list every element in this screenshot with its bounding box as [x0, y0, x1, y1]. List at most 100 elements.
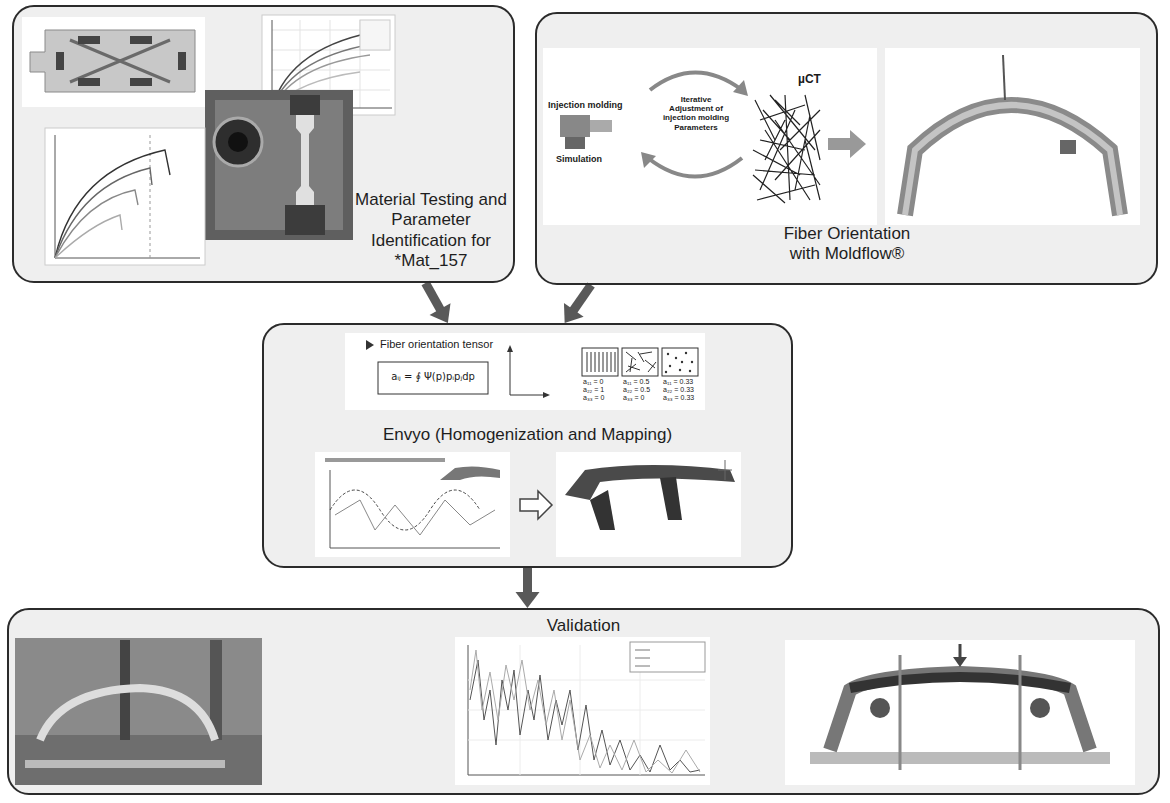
specimen-position — [56, 52, 64, 70]
chart-legend — [630, 642, 705, 672]
dogbone-specimen — [296, 115, 314, 205]
panel-ground — [262, 323, 793, 568]
illustration-label: a₂₂ = 0.5 — [623, 386, 663, 394]
sim-pole — [900, 655, 1020, 770]
molding-machine — [565, 137, 585, 149]
legend-samples — [635, 650, 650, 666]
aligned-fibers — [587, 352, 615, 372]
cycle-arrowhead — [733, 80, 748, 96]
panel-title: Envyo (Homogenization and Mapping) — [274, 425, 781, 445]
arrow-shaft — [425, 283, 440, 310]
curve — [55, 190, 138, 258]
label-holder: a₂₂ = 0.5 — [623, 386, 663, 394]
cycle-arrow — [648, 158, 742, 177]
part-thumbnail — [440, 466, 500, 480]
bench — [15, 735, 262, 785]
label-holder: Injection molding — [548, 100, 638, 110]
label-holder: a₁₁ = 0 — [583, 378, 623, 386]
curve — [55, 215, 122, 258]
sim-detail — [870, 698, 890, 718]
bullet — [366, 340, 374, 350]
iteration-illustration — [543, 48, 877, 225]
fiber-box — [582, 348, 618, 376]
axes — [510, 350, 545, 395]
part-arch — [905, 105, 1120, 215]
illustration-label: a₂₂ = 1 — [583, 386, 623, 394]
mapping-chart — [315, 452, 510, 557]
photo-frame — [205, 90, 353, 240]
fiber-box — [622, 348, 658, 376]
mapped-part — [565, 465, 735, 500]
label-holder: a₁₁ = 0.5 — [623, 378, 663, 386]
sim-beam — [850, 677, 1070, 688]
plate-ribs — [70, 40, 170, 82]
chart-axes — [330, 470, 500, 548]
cycle-arrowhead — [641, 152, 656, 168]
part-arch — [905, 105, 1120, 215]
planar-fibers — [626, 352, 656, 372]
arrow-shaft — [573, 285, 591, 311]
illustration-label: a₃₃ = 0 — [623, 394, 663, 402]
mapped-part-image — [556, 452, 741, 557]
panel-title: Material Testing and Parameter Identific… — [350, 190, 512, 272]
image-frame — [543, 48, 877, 225]
arrow-head — [564, 303, 584, 323]
fiber-box — [662, 348, 698, 376]
chart-title-bar — [325, 458, 445, 462]
specimen-position — [130, 78, 152, 86]
illustration-label: Simulation — [556, 154, 626, 164]
stress-strain-chart — [45, 128, 205, 265]
label-holder: a₃₃ = 0 — [623, 394, 663, 402]
illustration-label: Fiber orientation tensor — [380, 338, 520, 351]
force-displacement-chart — [455, 637, 710, 785]
sim-base — [810, 752, 1110, 764]
chart-axes — [55, 135, 200, 258]
cycle-arrow — [650, 73, 742, 91]
flow-arrow — [564, 285, 591, 323]
illustration-label: a₂₂ = 0.33 — [663, 386, 703, 394]
illustration-label: Iterative Adjustment of injection moldin… — [659, 95, 733, 132]
axis-arrowhead — [543, 392, 550, 398]
illustration-label: µCT — [798, 73, 838, 87]
panel-box: Validation — [7, 608, 1160, 795]
label-holder: Simulation — [556, 154, 626, 164]
triad — [718, 460, 732, 480]
label-holder: µCT — [798, 73, 838, 87]
label-holder: aᵢⱼ = ∮ Ψ(p)pᵢpⱼdp — [380, 371, 486, 383]
curve — [55, 168, 152, 258]
base-plate — [25, 760, 225, 768]
specimen-position — [78, 78, 100, 86]
fiber-tangle — [753, 95, 820, 203]
illustration-label: a₃₃ = 0 — [583, 394, 623, 402]
panel-box: Material Testing and Parameter Identific… — [12, 5, 515, 283]
flow-arrow — [828, 130, 866, 158]
label-holder: a₂₂ = 1 — [583, 386, 623, 394]
flow-arrow — [515, 568, 539, 608]
chart-frame — [455, 637, 710, 785]
molding-machine — [560, 115, 590, 137]
sim-part — [830, 673, 1090, 750]
photo-frame — [15, 638, 262, 785]
arrow-head — [430, 303, 451, 323]
mapped-part — [590, 490, 615, 530]
sim-detail — [1030, 698, 1050, 718]
test-machine-photo — [205, 90, 353, 240]
image-frame — [345, 333, 705, 410]
upper-grip — [290, 95, 320, 115]
mapped-part — [660, 477, 682, 520]
specimen-plate — [22, 17, 205, 107]
molding-machine — [590, 120, 612, 132]
illustration-label: aᵢⱼ = ∮ Ψ(p)pᵢpⱼdp — [380, 371, 486, 383]
camera — [214, 118, 262, 166]
specimen-position — [130, 36, 152, 44]
mapping-arrow — [520, 491, 552, 519]
panel-ground — [7, 608, 1160, 795]
part-detail — [1060, 140, 1076, 154]
specimen-position — [78, 36, 100, 44]
illustration-label: Injection molding — [548, 100, 638, 110]
axis-arrowhead — [507, 345, 513, 352]
specimen-position — [178, 52, 186, 70]
